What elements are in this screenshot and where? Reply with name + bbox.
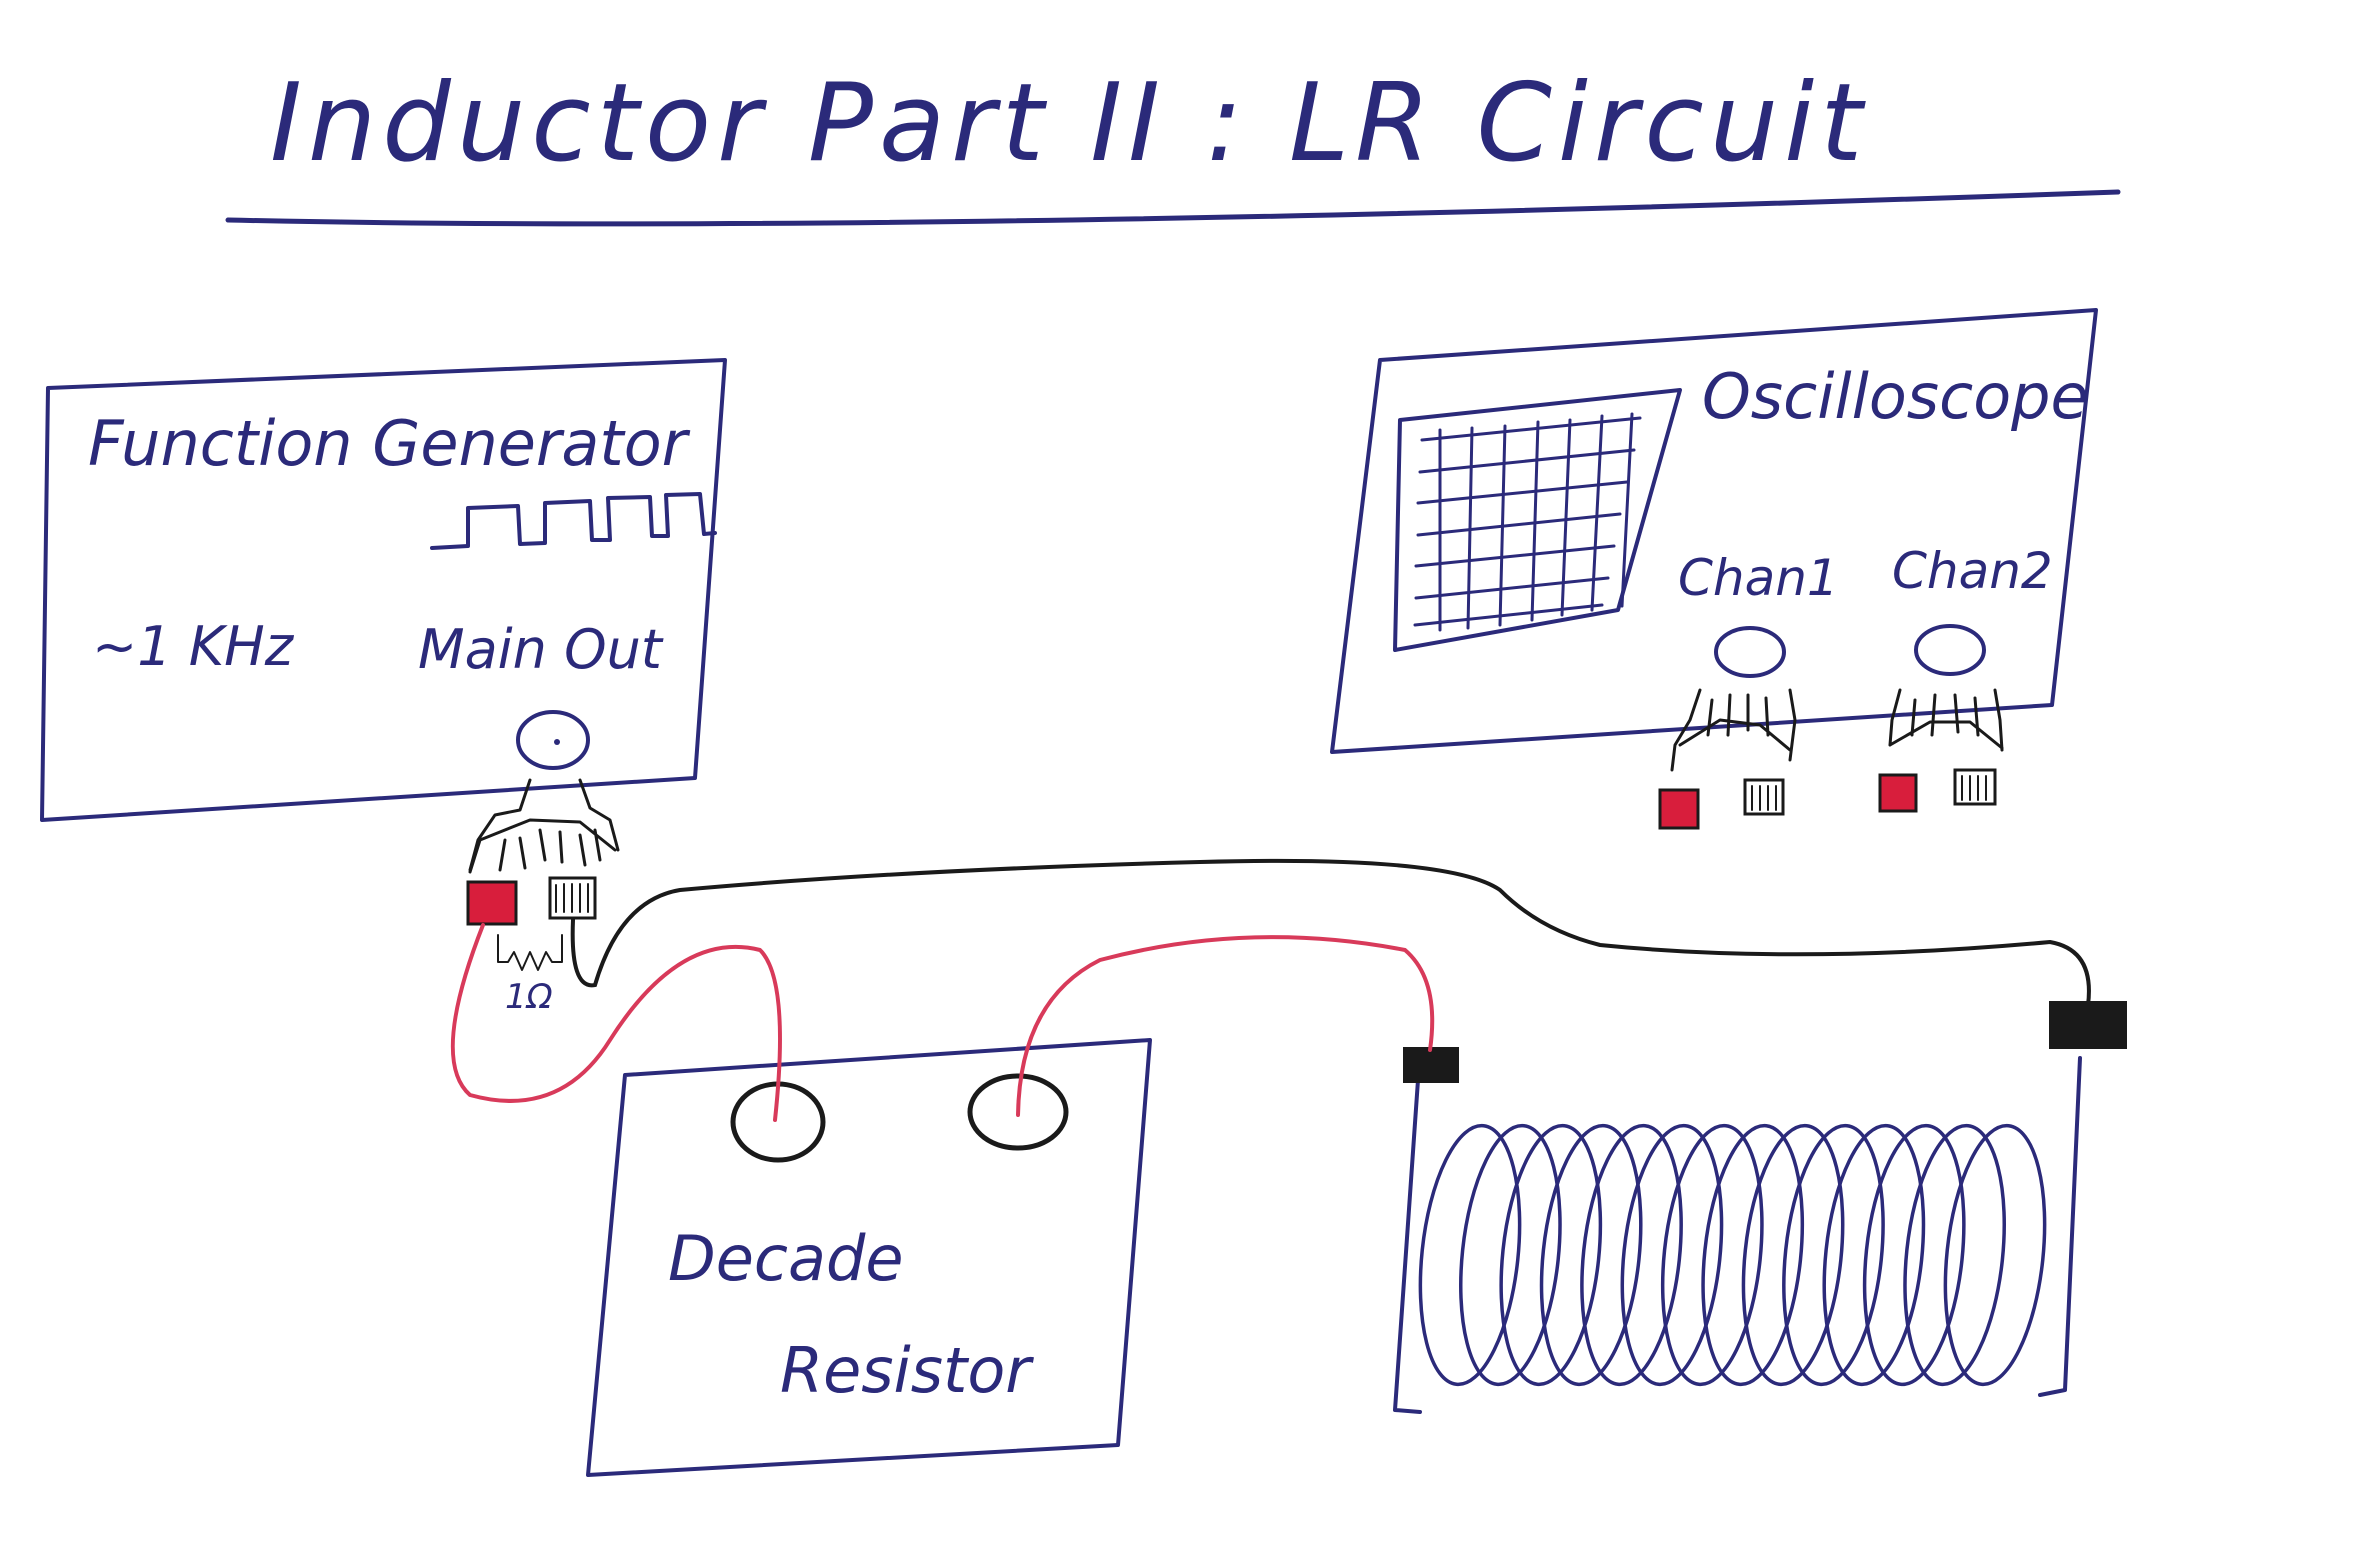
channel-2-red-clip bbox=[1878, 773, 1918, 813]
channel-2-adapter bbox=[1888, 688, 2004, 752]
title-underline bbox=[225, 189, 2121, 227]
channel-1-label: Chan1 bbox=[1678, 549, 1839, 607]
main-out-bnc-connector[interactable] bbox=[516, 710, 590, 770]
function-generator-box bbox=[40, 358, 727, 822]
page-title: Inductor Part II : LR Circuit bbox=[270, 61, 1869, 186]
square-wave-icon bbox=[430, 492, 717, 550]
oscilloscope-label: Oscilloscope bbox=[1702, 360, 2089, 433]
black-clip-function-generator bbox=[548, 876, 597, 920]
inductor-coil bbox=[1393, 1001, 2127, 1414]
frequency-label: ~1 KHz bbox=[92, 615, 295, 678]
oscilloscope-box bbox=[1330, 308, 2098, 754]
channel-1-black-clip-hatch bbox=[1751, 785, 1777, 811]
main-out-label: Main Out bbox=[418, 618, 664, 681]
channel-1-bnc-connector[interactable] bbox=[1714, 626, 1786, 678]
coil-loop bbox=[1943, 1123, 2047, 1387]
coil-loop bbox=[1741, 1123, 1845, 1387]
coil-loop bbox=[1620, 1123, 1724, 1387]
black-clip-hatch bbox=[555, 883, 589, 913]
coil-clip-right bbox=[2049, 1001, 2127, 1049]
channel-2-bnc-connector[interactable] bbox=[1914, 624, 1986, 676]
channel-1-adapter bbox=[1670, 688, 1797, 772]
oscilloscope-grid bbox=[1413, 412, 1642, 632]
red-clip-function-generator bbox=[466, 880, 518, 926]
bnc-pin-icon bbox=[554, 739, 560, 745]
resistor-label: Resistor bbox=[780, 1334, 1034, 1407]
coil-lead-right bbox=[2038, 1056, 2082, 1397]
red-wire-resistor-to-coil bbox=[1016, 935, 1435, 1117]
coil-loop bbox=[1701, 1123, 1805, 1387]
function-generator: Function Generator ~1 KHz Main Out 1Ω bbox=[40, 358, 727, 1017]
decade-resistor-terminal-right[interactable] bbox=[967, 1073, 1069, 1151]
black-wire-generator-to-coil bbox=[570, 858, 2091, 1007]
channel-2-black-clip-hatch bbox=[1961, 775, 1987, 801]
decade-resistor: Decade Resistor bbox=[586, 1038, 1152, 1477]
channel-2-black-clip bbox=[1953, 768, 1997, 806]
coil-loop bbox=[1418, 1123, 1522, 1387]
channel-1-black-clip bbox=[1743, 778, 1785, 816]
coil-loop bbox=[1539, 1123, 1643, 1387]
red-wire-generator-to-resistor bbox=[450, 923, 782, 1122]
oscilloscope: Oscilloscope Chan1 Chan2 bbox=[1330, 308, 2098, 830]
coil-loop bbox=[1862, 1123, 1966, 1387]
channel-1-red-clip bbox=[1658, 788, 1700, 830]
decade-resistor-box bbox=[586, 1038, 1152, 1477]
channel-2-label: Chan2 bbox=[1892, 542, 2053, 600]
series-resistor-symbol bbox=[497, 934, 563, 971]
decade-label: Decade bbox=[668, 1222, 903, 1295]
series-resistor-label: 1Ω bbox=[505, 977, 553, 1017]
coil-clip-left bbox=[1403, 1047, 1459, 1083]
bnc-banana-adapter bbox=[468, 778, 620, 874]
coil-loop bbox=[1660, 1123, 1764, 1387]
function-generator-label: Function Generator bbox=[88, 407, 691, 480]
oscilloscope-screen bbox=[1393, 388, 1682, 652]
coil-loop bbox=[1580, 1123, 1683, 1387]
coil-loops bbox=[1418, 1123, 2047, 1387]
coil-loop bbox=[1499, 1123, 1603, 1387]
coil-loop bbox=[1782, 1123, 1885, 1387]
coil-lead-left bbox=[1393, 1078, 1422, 1414]
coil-loop bbox=[1822, 1123, 1926, 1387]
coil-loop bbox=[1459, 1123, 1562, 1387]
coil-loop bbox=[1903, 1123, 2006, 1387]
